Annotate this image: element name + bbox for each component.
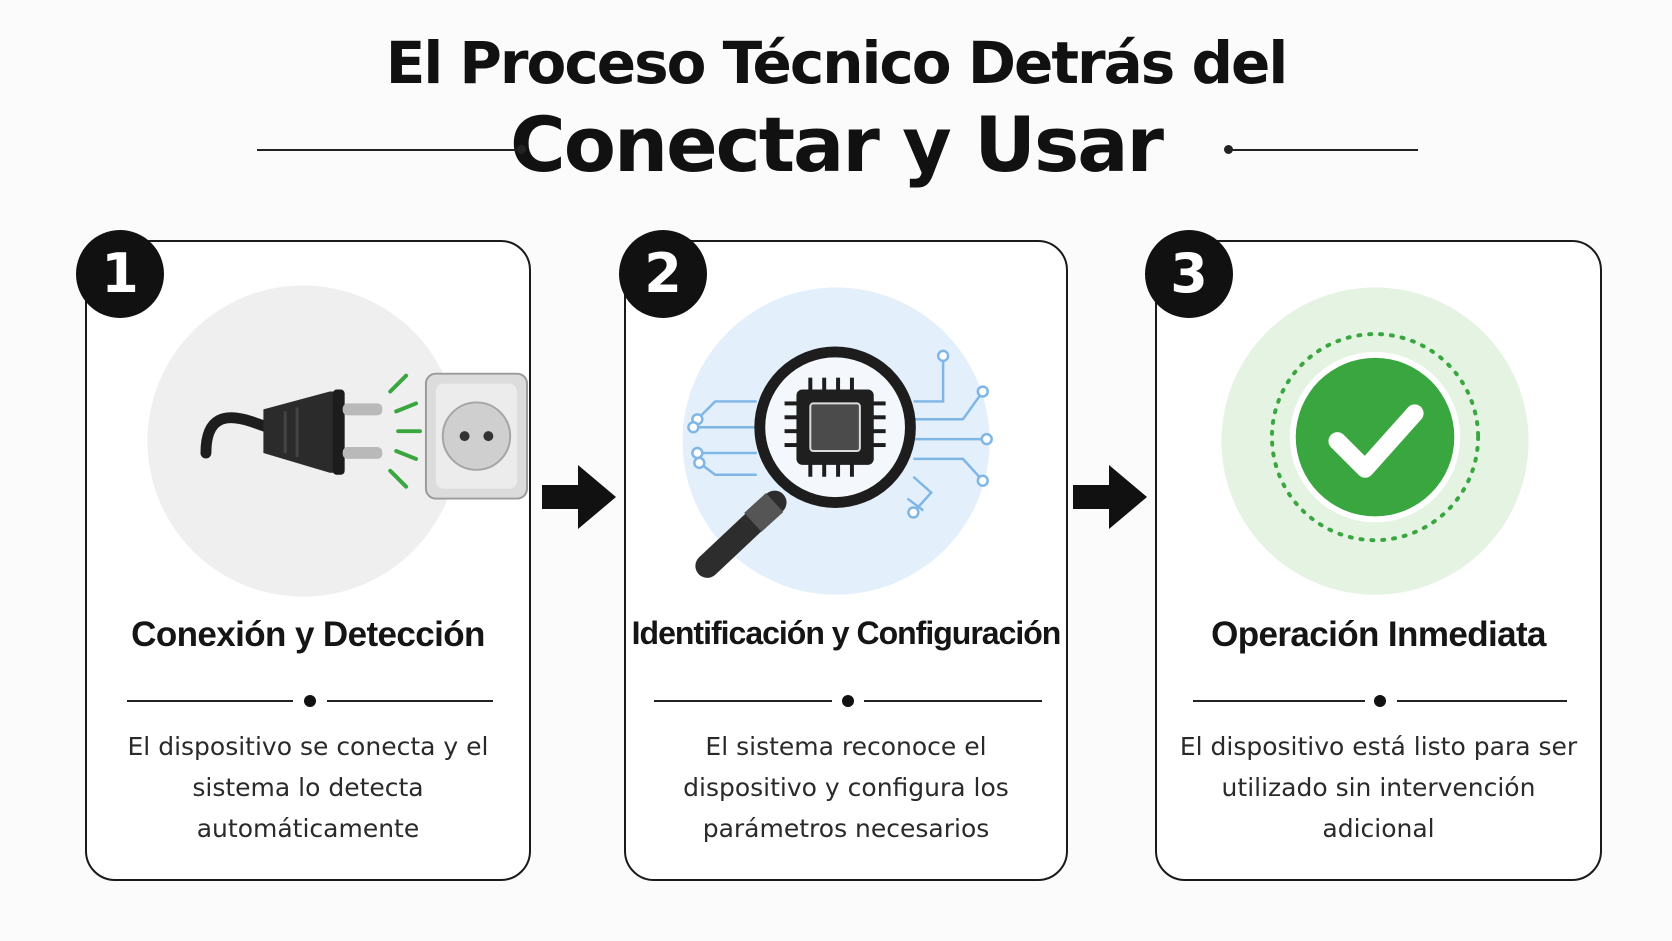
step-title-1: Conexión y Detección [131,615,485,654]
step-description-1: El dispositivo se conecta y el sistema l… [127,732,489,843]
title-dot-left [517,145,526,154]
step-dot-1 [304,695,316,707]
step-number-badge-2: 2 [619,230,707,318]
step-rule-1-right [327,700,493,702]
checkmark-circle-icon [1221,287,1529,595]
step-rule-2-right [864,700,1042,702]
page-title-line2: Conectar y Usar [510,100,1164,189]
page-title-line1: El Proceso Técnico Detrás del [385,29,1289,97]
title-dot-right [1224,145,1233,154]
arrow-right-icon [1073,465,1147,529]
step-dot-3 [1374,695,1386,707]
step-number-badge-3: 3 [1145,230,1233,318]
title-rule-left [257,149,521,151]
step-rule-3-left [1193,700,1365,702]
step-title-3: Operación Inmediata [1211,615,1546,654]
step-description-2: El sistema reconoce el dispositivo y con… [683,732,1009,843]
magnifier-chip-icon [682,287,993,595]
step-title-2: Identificación y Configuración [631,615,1062,651]
step-card-3: Operación Inmediata El dispositivo está … [1155,240,1602,881]
step-rule-2-left [654,700,832,702]
plug-socket-icon [147,285,529,597]
step-rule-1-left [127,700,293,702]
step-card-1: Conexión y Detección El dispositivo se c… [85,240,531,881]
step-rule-3-right [1397,700,1567,702]
arrow-right-icon [542,465,616,529]
step-description-3: El dispositivo está listo para ser utili… [1179,732,1578,843]
step-card-2: Identificación y Configuración El sistem… [624,240,1068,881]
step-dot-2 [842,695,854,707]
step-number-badge-1: 1 [76,230,164,318]
title-rule-right [1228,149,1418,151]
